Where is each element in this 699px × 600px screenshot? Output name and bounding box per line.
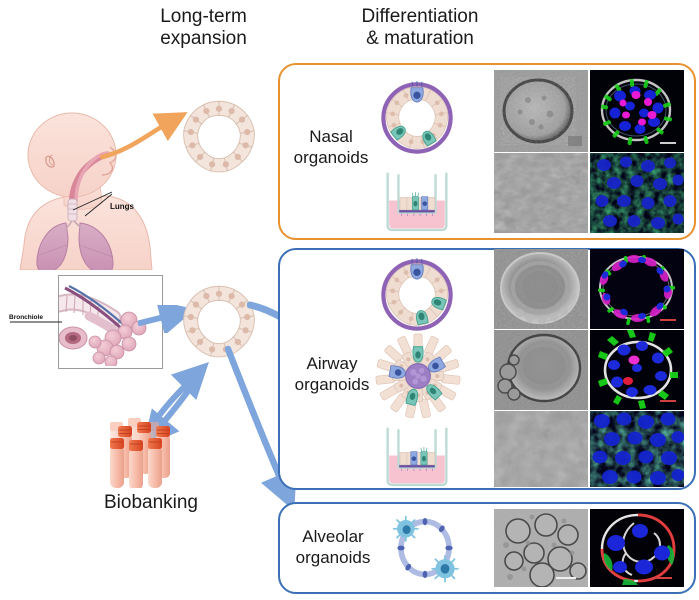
airway-brightfield-ali-culture	[494, 411, 588, 487]
airway-immunofluorescence-organoid	[590, 249, 684, 329]
airway-expansion-organoid	[172, 275, 266, 369]
biobanking-label: Biobanking	[103, 492, 199, 513]
header-differentiation-maturation: Differentiation & maturation	[330, 6, 510, 50]
alveolar-organoid-schematic	[385, 508, 465, 588]
airway-brightfield-organoid	[494, 249, 588, 329]
nasal-sampling-arrow	[98, 105, 188, 165]
airway-brightfield-apical-out-organoid	[494, 330, 588, 410]
airway-ali-transwell-schematic	[378, 420, 456, 488]
panel-airway-label: Airway organoids	[286, 353, 378, 395]
panel-airway-label-line2: organoids	[294, 375, 370, 394]
lungs-leader-lines	[55, 180, 150, 222]
biobank-exchange-arrows	[140, 355, 220, 450]
airway-apical-out-organoid-schematic	[372, 332, 464, 420]
nasal-differentiated-organoid-schematic	[375, 76, 459, 160]
airway-differentiated-organoid-schematic	[375, 253, 459, 337]
nasal-immunofluorescence-organoid	[590, 70, 684, 152]
lung-sampling-arrow	[138, 305, 186, 333]
header-expansion-line1: Long-term	[160, 6, 247, 27]
lungs-label: Lungs	[110, 202, 134, 211]
airway-immunofluorescence-ali-culture	[590, 411, 684, 487]
header-differentiation-line1: Differentiation	[361, 6, 479, 27]
alveolar-brightfield-organoid	[494, 509, 588, 587]
header-expansion-line2: expansion	[160, 28, 247, 49]
header-long-term-expansion: Long-term expansion	[146, 6, 261, 50]
panel-airway-label-line1: Airway	[306, 354, 358, 373]
nasal-brightfield-organoid	[494, 70, 588, 152]
panel-alveolar-label-line1: Alveolar	[302, 527, 364, 546]
biobanking-vials	[108, 416, 186, 488]
panel-nasal-label: Nasal organoids	[288, 126, 374, 168]
panel-alveolar-label: Alveolar organoids	[283, 526, 383, 568]
bronchiole-inset	[58, 275, 163, 369]
bronchiole-label: Bronchiole	[8, 314, 44, 321]
panel-nasal-label-line2: organoids	[293, 148, 369, 167]
infant-anatomy-illustration	[6, 95, 176, 270]
to-alveolar-organoids-arrow	[222, 345, 312, 510]
panel-nasal-label-line1: Nasal	[309, 127, 353, 146]
nasal-expansion-organoid	[172, 90, 266, 184]
panel-alveolar-label-line2: organoids	[295, 548, 371, 567]
header-differentiation-line2: & maturation	[366, 28, 474, 49]
bronchiole-leader-line	[10, 316, 66, 328]
nasal-immunofluorescence-ali-culture	[590, 153, 684, 233]
nasal-ali-transwell-schematic	[378, 165, 456, 233]
alveolar-immunofluorescence-organoid	[590, 509, 684, 587]
airway-immunofluorescence-apical-out-organoid	[590, 330, 684, 410]
nasal-brightfield-ali-culture	[494, 153, 588, 233]
